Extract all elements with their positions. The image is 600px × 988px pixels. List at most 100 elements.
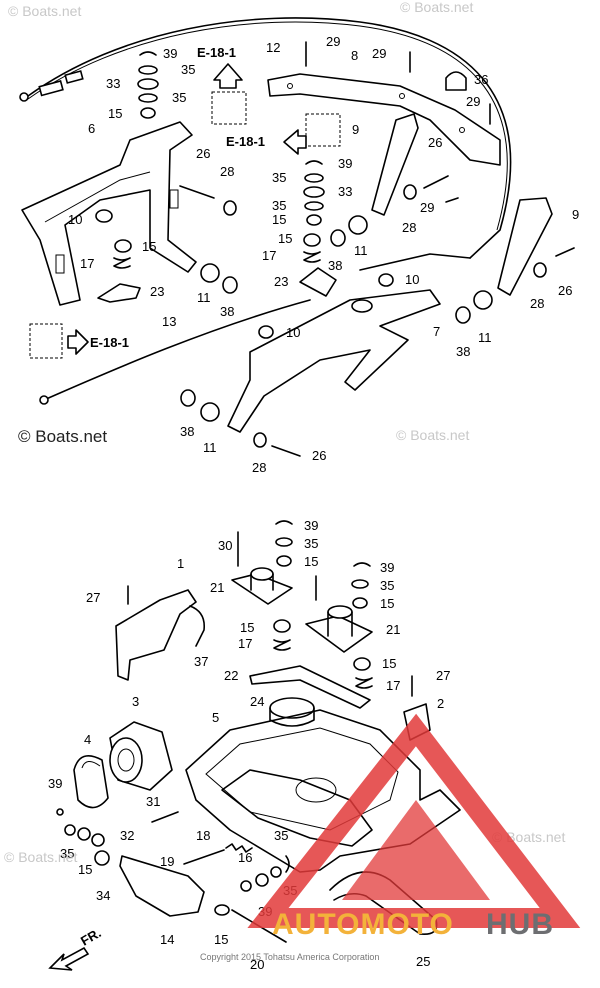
callout-label: 23 (274, 274, 288, 289)
switch-3-face (109, 737, 143, 783)
callout-label: 15 (272, 212, 286, 227)
callout-label: 34 (96, 888, 110, 903)
callout-label: 28 (530, 296, 544, 311)
ref-arrow-left (283, 129, 307, 155)
ref-e18-1-left[interactable]: E-18-1 (90, 335, 129, 350)
callout-label: 35 (304, 536, 318, 551)
nut-33a (137, 78, 159, 90)
bushing-16 (255, 873, 269, 887)
ref-arrow-up (213, 63, 243, 89)
boss-21b (327, 605, 353, 619)
bolt-29d (445, 197, 459, 203)
bracket-1 (115, 589, 197, 681)
callouts-top: 39 35 33 35 15 6 10 15 17 23 26 28 11 38… (68, 34, 579, 475)
callout-label: 17 (238, 636, 252, 651)
callout-label: 12 (266, 40, 280, 55)
callout-label: 21 (210, 580, 224, 595)
washer-28c (533, 262, 547, 278)
washer-28b (403, 184, 417, 200)
brand-triangle-inner (342, 800, 490, 900)
bracket-21a (231, 573, 293, 605)
callout-label: 35 (60, 846, 74, 861)
callout-label: 27 (86, 590, 100, 605)
callout-label: 10 (405, 272, 419, 287)
grip-14 (119, 855, 205, 917)
switch-3-center (117, 748, 135, 772)
bracket-8-hole-2 (399, 93, 405, 99)
callout-label: 15 (304, 554, 318, 569)
callout-label: 10 (286, 325, 300, 340)
grommet-11c (473, 290, 493, 310)
callout-label: 14 (160, 932, 174, 947)
bushing-15b (114, 239, 132, 253)
cable-end-left (19, 92, 29, 102)
bracket-6-slot (55, 254, 65, 274)
callout-label: 36 (474, 72, 488, 87)
boss-21a-body (250, 573, 274, 591)
bushing-15g (273, 619, 291, 633)
callout-label: 17 (386, 678, 400, 693)
callout-label: 2 (437, 696, 444, 711)
callout-label: 39 (163, 46, 177, 61)
nut-33b (303, 186, 325, 198)
callout-label: 35 (172, 90, 186, 105)
callout-label: 10 (68, 212, 82, 227)
bracket-7-boss (351, 299, 373, 313)
cap-24 (269, 697, 315, 719)
clip-39d (353, 562, 371, 567)
clip-39c (275, 520, 293, 525)
callout-label: 39 (338, 156, 352, 171)
ref-e18-1-top[interactable]: E-18-1 (197, 45, 236, 60)
bushing-15d (303, 233, 321, 247)
brand-triangle-outer (247, 713, 581, 928)
washer-28d (253, 432, 267, 448)
collar-38c (455, 306, 471, 324)
bracket-7 (227, 289, 441, 433)
spring-17d (355, 677, 373, 689)
watermark-bottom-left: © Boats.net (4, 849, 77, 865)
callout-label: 39 (48, 776, 62, 791)
callout-label: 11 (478, 330, 492, 345)
callout-label: 13 (162, 314, 176, 329)
callout-label: 35 (272, 198, 286, 213)
bolt-26c (555, 247, 575, 257)
bushing-15h (353, 657, 371, 671)
callout-label: 4 (84, 732, 91, 747)
bushing-15i (77, 827, 91, 841)
callout-label: 33 (106, 76, 120, 91)
bracket-21b (305, 615, 373, 653)
spring-17b (303, 251, 321, 263)
callout-label: 15 (380, 596, 394, 611)
washer-35g (64, 824, 76, 836)
ref-e18-1-mid[interactable]: E-18-1 (226, 134, 265, 149)
cable-fitting (38, 80, 64, 97)
nut-32 (91, 833, 105, 847)
brand-name-part1: AUTOMOTO (272, 908, 454, 941)
clip-39a (139, 51, 157, 56)
clip-39f (285, 855, 290, 873)
callout-label: 15 (382, 656, 396, 671)
callout-label: 39 (380, 560, 394, 575)
grommet-11b (348, 215, 368, 235)
callout-label: 9 (572, 207, 579, 222)
bracket-6 (21, 121, 197, 306)
callout-label: 29 (326, 34, 340, 49)
housing-5-boss (295, 777, 337, 803)
bushing-15j (214, 904, 230, 916)
washer-35i (270, 866, 282, 878)
callout-label: 38 (180, 424, 194, 439)
collar-38b (330, 229, 346, 247)
watermark-main: © Boats.net (18, 427, 107, 446)
copyright-text: Copyright 2015 Tohatsu America Corporati… (200, 952, 379, 962)
screw-31 (151, 811, 179, 823)
watermark-top-right: © Boats.net (400, 0, 473, 15)
callout-label: 9 (352, 122, 359, 137)
callout-label: 26 (196, 146, 210, 161)
spring-18 (225, 843, 253, 853)
housing-5 (185, 709, 461, 873)
washer-34 (94, 850, 110, 866)
callout-label: 17 (262, 248, 276, 263)
ref-icon-box-3 (29, 323, 63, 359)
callout-label: 23 (150, 284, 164, 299)
callout-label: 28 (220, 164, 234, 179)
